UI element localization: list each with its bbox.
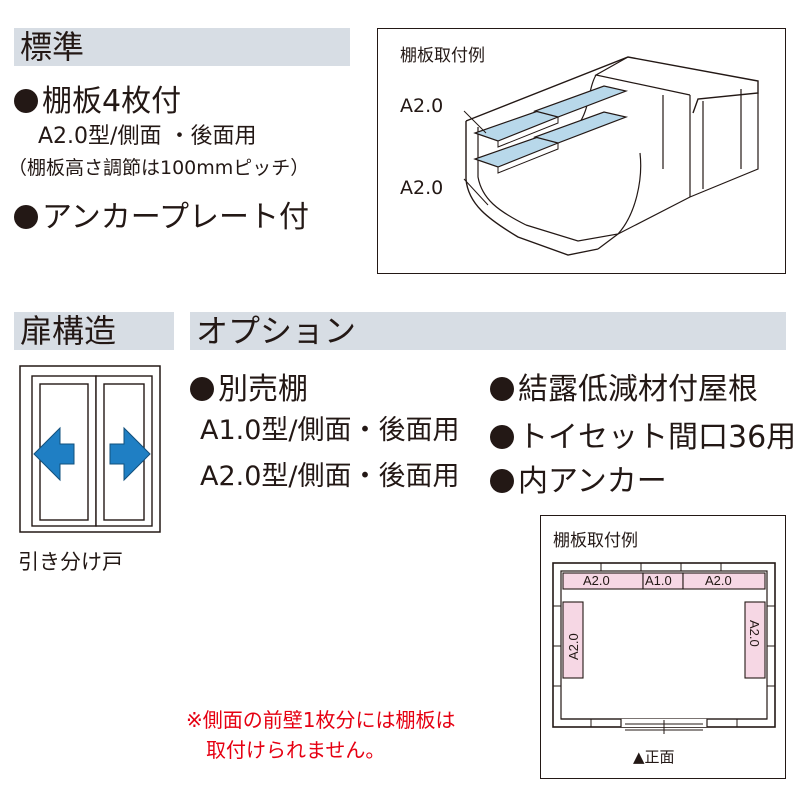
front-label: ▲正面 (633, 748, 675, 766)
standard-heading-bar: 標準 (14, 28, 350, 66)
standard-heading: 標準 (20, 28, 85, 66)
door-caption: 引き分け戸 (18, 550, 123, 574)
bullet-icon (190, 377, 214, 401)
diagram-bottom-title: 棚板取付例 (553, 531, 638, 551)
notice-line-2: 取付けられません。 (206, 738, 386, 762)
door-heading: 扉構造 (20, 312, 117, 350)
option-item-a10: A1.0型/側面・後面用 (200, 415, 460, 446)
shelf-example-diagram-top: 棚板取付例 A2.0 A2.0 (377, 28, 786, 274)
standard-item-shelf-type: A2.0型/側面 ・後面用 (38, 124, 257, 149)
shelf-top-3 (682, 572, 766, 590)
standard-item-shelves: 棚板4枚付 (14, 76, 181, 120)
shelf-right-label: A2.0 (747, 620, 762, 647)
diagram-top-title: 棚板取付例 (400, 46, 485, 66)
shelf-label-upper: A2.0 (400, 95, 444, 117)
shelf-top-1-label: A2.0 (583, 573, 610, 588)
sliding-door-illustration (19, 365, 161, 533)
shelf-top-3-label: A2.0 (705, 573, 732, 588)
shelf-right (744, 601, 766, 679)
shelf-example-diagram-bottom: 棚板取付例 A2.0 A1.0 A2.0 A2.0 A2.0 ▲正面 (540, 515, 786, 779)
option-item-gutter-set: トイセット間口36用 (490, 412, 796, 456)
shed-isometric-illustration (463, 56, 759, 256)
door-heading-bar: 扉構造 (14, 312, 174, 350)
bullet-icon (490, 469, 514, 493)
option-heading: オプション (196, 312, 357, 350)
shelf-left-label: A2.0 (566, 633, 581, 660)
floor-plan-illustration: A2.0 A1.0 A2.0 A2.0 A2.0 (552, 562, 776, 734)
option-item-a20: A2.0型/側面・後面用 (200, 461, 460, 492)
standard-item-anchor-plate: アンカープレート付 (14, 192, 309, 236)
arrow-left-icon (33, 426, 75, 482)
shelf-left (562, 601, 584, 679)
bullet-icon (490, 377, 514, 401)
option-item-condensation-roof: 結露低減材付屋根 (490, 364, 758, 408)
notice-line-1: ※側面の前壁1枚分には棚板は (186, 708, 456, 732)
bullet-icon (14, 205, 38, 229)
shelf-label-lower: A2.0 (400, 177, 444, 199)
arrow-right-icon (109, 426, 151, 482)
bullet-icon (14, 89, 38, 113)
standard-item-pitch-note: （棚板高さ調節は100mmピッチ） (8, 157, 310, 179)
shelf-top-2-label: A1.0 (645, 573, 672, 588)
option-item-separate-shelf: 別売棚 (190, 364, 308, 408)
bullet-icon (490, 425, 514, 449)
option-heading-bar: オプション (190, 312, 786, 350)
option-item-inner-anchor: 内アンカー (490, 456, 667, 500)
